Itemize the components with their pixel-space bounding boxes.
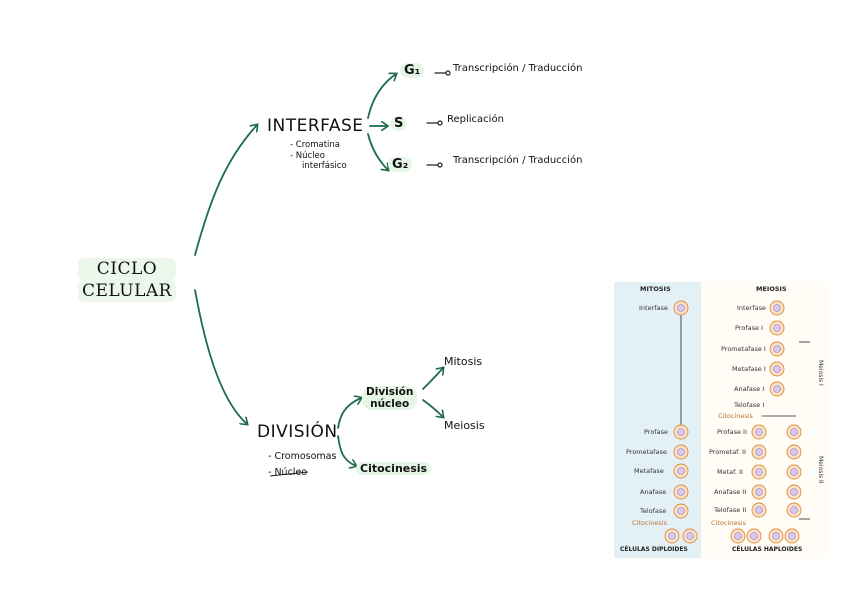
- division-note-nucleus: - Núcleo: [268, 467, 308, 478]
- meiosis1-stage-prometafase: Prometafase I: [721, 345, 766, 353]
- mitosis-stage-prometafase: Prometafase: [626, 448, 667, 456]
- mitosis-cell-interphase-nucleus: [677, 304, 685, 312]
- cell-cycle-node: CICLO CELULAR: [78, 258, 176, 302]
- mitosis-daughter-cell-2-nucleus: [686, 532, 694, 540]
- mitosis-stage-telofase: Telofase: [640, 507, 667, 515]
- arrow-interphase-to-g1: [367, 74, 396, 119]
- meiosis2-side-label: Meiosis II: [817, 456, 824, 484]
- arrow-cycle-to-interphase: [194, 125, 257, 256]
- interphase-note-chromatin: - Cromatina: [290, 140, 340, 150]
- arrow-division-to-cytokinesis: [337, 435, 356, 466]
- meiosis2-stage-prometafase: Prometaf. II: [709, 448, 746, 456]
- meiosis2-stage-telofase: Telofase II: [714, 506, 747, 514]
- meiosis2-stage-anafase: Anafase II: [714, 488, 747, 496]
- nuclear-division-line1: División: [366, 386, 414, 398]
- phase-g2-desc: Transcripción / Traducción: [453, 155, 583, 166]
- meiosis2-stage-metafase: Metaf. II: [717, 468, 743, 476]
- mitosis-interphase-label: Interfase: [639, 304, 668, 312]
- meiosis2-right-cell-2-nucleus: [790, 468, 798, 476]
- mitosis-label: Mitosis: [444, 355, 483, 368]
- mitosis-header: MITOSIS: [640, 285, 671, 293]
- meiosis1-cell-2-nucleus: [773, 345, 781, 353]
- meiosis-header: MEIOSIS: [756, 285, 787, 293]
- meiosis2-left-cell-4-nucleus: [755, 506, 763, 514]
- meiosis1-cell-4-nucleus: [773, 385, 781, 393]
- mitosis-cytokinesis: Citocinesis: [632, 519, 667, 527]
- arrow-cycle-to-division: [194, 289, 247, 424]
- meiosis1-side-label: Meiosis I: [817, 360, 824, 386]
- meiosis2-right-cell-3-nucleus: [790, 488, 798, 496]
- division-note-chromosomes: - Cromosomas: [268, 451, 337, 462]
- meiosis1-stage-metafase: Metafase I: [732, 365, 766, 373]
- interphase-note-interphasic: interfásico: [302, 161, 347, 171]
- mitosis-cell-4-nucleus: [677, 507, 685, 515]
- strike-nucleo: [269, 471, 309, 477]
- haploid-cell-1-nucleus: [750, 532, 758, 540]
- haploid-footer: CÉLULAS HAPLOIDES: [732, 546, 803, 553]
- mitosis-stage-profase: Profase: [644, 428, 668, 436]
- phase-s-desc: Replicación: [447, 114, 504, 125]
- arrow-nuclear-to-mitosis: [422, 368, 443, 390]
- meiosis2-right-cell-0-nucleus: [790, 428, 798, 436]
- mitosis-stage-metafase: Metafase: [634, 467, 664, 475]
- arrow-division-to-nuclear: [337, 398, 361, 429]
- mitosis-cell-3-nucleus: [677, 488, 685, 496]
- cell-cycle-line1: CICLO: [78, 258, 176, 280]
- meiosis-cytokinesis-2: Citocinesis: [711, 519, 746, 527]
- mitosis-cell-1-nucleus: [677, 448, 685, 456]
- mitosis-cell-2-nucleus: [677, 467, 685, 475]
- diploid-footer: CÉLULAS DIPLOIDES: [620, 546, 688, 553]
- meiosis2-right-cell-4-nucleus: [790, 506, 798, 514]
- meiosis-label: Meiosis: [444, 419, 485, 432]
- meiosis-cytokinesis-1: Citocinesis: [718, 412, 753, 420]
- cell-cycle-line2: CELULAR: [78, 280, 176, 302]
- mitosis-daughter-cell-1-nucleus: [668, 532, 676, 540]
- phase-g1-desc: Transcripción / Traducción: [453, 63, 583, 74]
- mitosis-stage-anafase: Anafase: [640, 488, 667, 496]
- mitosis-cell-0-nucleus: [677, 428, 685, 436]
- haploid-cell-3-nucleus: [788, 532, 796, 540]
- division-title: DIVISIÓN: [257, 422, 338, 442]
- meiosis1-stage-anafase: Anafase I: [734, 385, 765, 393]
- nuclear-division-line2: núcleo: [370, 398, 410, 410]
- phase-s: S: [390, 116, 408, 131]
- haploid-cell-0-nucleus: [734, 532, 742, 540]
- meiosis2-left-cell-2-nucleus: [755, 468, 763, 476]
- meiosis2-left-cell-1-nucleus: [755, 448, 763, 456]
- meiosis2-left-cell-3-nucleus: [755, 488, 763, 496]
- phase-g2: G₂: [388, 157, 413, 172]
- inset-drawing: [664, 300, 810, 544]
- meiosis1-stage-interfase: Interfase: [737, 304, 766, 312]
- meiosis1-cell-0-nucleus: [773, 304, 781, 312]
- meiosis1-stage-telofase: Telofase I: [734, 401, 765, 409]
- phase-g1: G₁: [400, 63, 425, 78]
- haploid-cell-2-nucleus: [772, 532, 780, 540]
- meiosis1-stage-profase: Profase I: [735, 324, 763, 332]
- meiosis2-right-cell-1-nucleus: [790, 448, 798, 456]
- nuclear-division: División núcleo: [362, 386, 418, 410]
- mitosis-meiosis-figure: MITOSIS MEIOSIS Interfase Profase Promet…: [614, 282, 828, 558]
- interphase-note-nucleus: - Núcleo: [290, 151, 325, 161]
- meiosis2-stage-profase: Profase II: [717, 428, 747, 436]
- arrow-nuclear-to-meiosis: [422, 399, 443, 417]
- interphase-title: INTERFASE: [267, 116, 364, 136]
- meiosis1-cell-1-nucleus: [773, 324, 781, 332]
- meiosis2-left-cell-0-nucleus: [755, 428, 763, 436]
- arrow-interphase-to-g2: [367, 133, 388, 170]
- meiosis1-cell-3-nucleus: [773, 365, 781, 373]
- cytokinesis: Citocinesis: [356, 462, 432, 475]
